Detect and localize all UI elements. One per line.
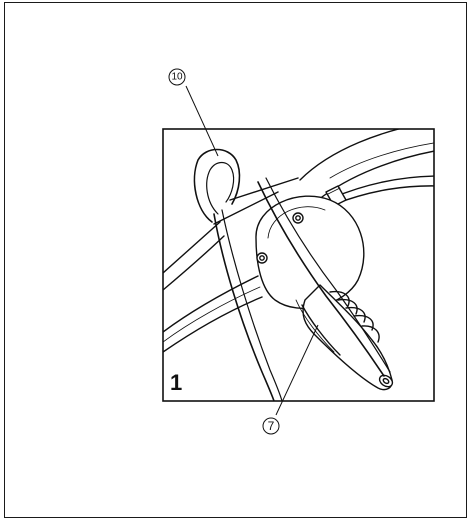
upper-left-bar-top [163, 221, 221, 274]
figure-number: 1 [170, 370, 182, 395]
frame-bottom-rule [4, 517, 467, 518]
callout-circle-10 [168, 68, 186, 86]
trigger-lever [301, 304, 341, 356]
cable-clip-detail [327, 187, 341, 195]
leader-line-10 [185, 85, 219, 157]
grip-rib-5 [361, 325, 380, 343]
housing-screw-upper-core [295, 215, 301, 221]
lower-shaft-top-edge [163, 275, 259, 333]
illustration-drawing [163, 129, 434, 401]
leader-line-7 [275, 324, 319, 416]
hanger-strap-mid [213, 191, 279, 225]
handle-housing-contour [267, 206, 326, 239]
grip-rib-3 [345, 306, 366, 323]
housing-screw-upper [292, 212, 304, 224]
lower-shaft-bottom-edge [163, 296, 263, 353]
handle-housing [255, 195, 365, 309]
shaft-tube-top-edge [299, 129, 402, 181]
shaft-tube-highlight [329, 142, 434, 179]
frame-right-rule [466, 2, 467, 518]
grip-end-cap-inner [382, 377, 390, 385]
housing-screw-lower [256, 252, 268, 264]
housing-screw-lower-core [259, 255, 265, 261]
callout-label-10: 10 [171, 72, 183, 83]
guard-wire-left-b [221, 209, 283, 401]
lower-shaft-highlight [163, 286, 261, 343]
guard-wire-right-a [257, 181, 385, 377]
cable-line-a [331, 175, 434, 199]
callout-label-7: 7 [268, 419, 275, 433]
trigger-lever-edge [295, 299, 335, 353]
hanger-strap-top [229, 177, 299, 201]
grip-handle [302, 284, 393, 391]
illustration-panel-border [162, 128, 435, 402]
frame-left-rule [4, 2, 5, 518]
frame-top-rule [4, 2, 467, 3]
grip-rib-2 [337, 298, 358, 315]
grip-rib-1 [329, 290, 350, 307]
guard-wire-right-b [265, 177, 391, 373]
grip-end-cap [378, 374, 394, 388]
upper-left-bar-bottom [163, 235, 225, 291]
hanger-loop-inner [206, 161, 235, 215]
callout-circle-7 [262, 417, 280, 435]
hanger-loop-outer [193, 148, 241, 223]
guard-wire-left-a [213, 213, 275, 401]
